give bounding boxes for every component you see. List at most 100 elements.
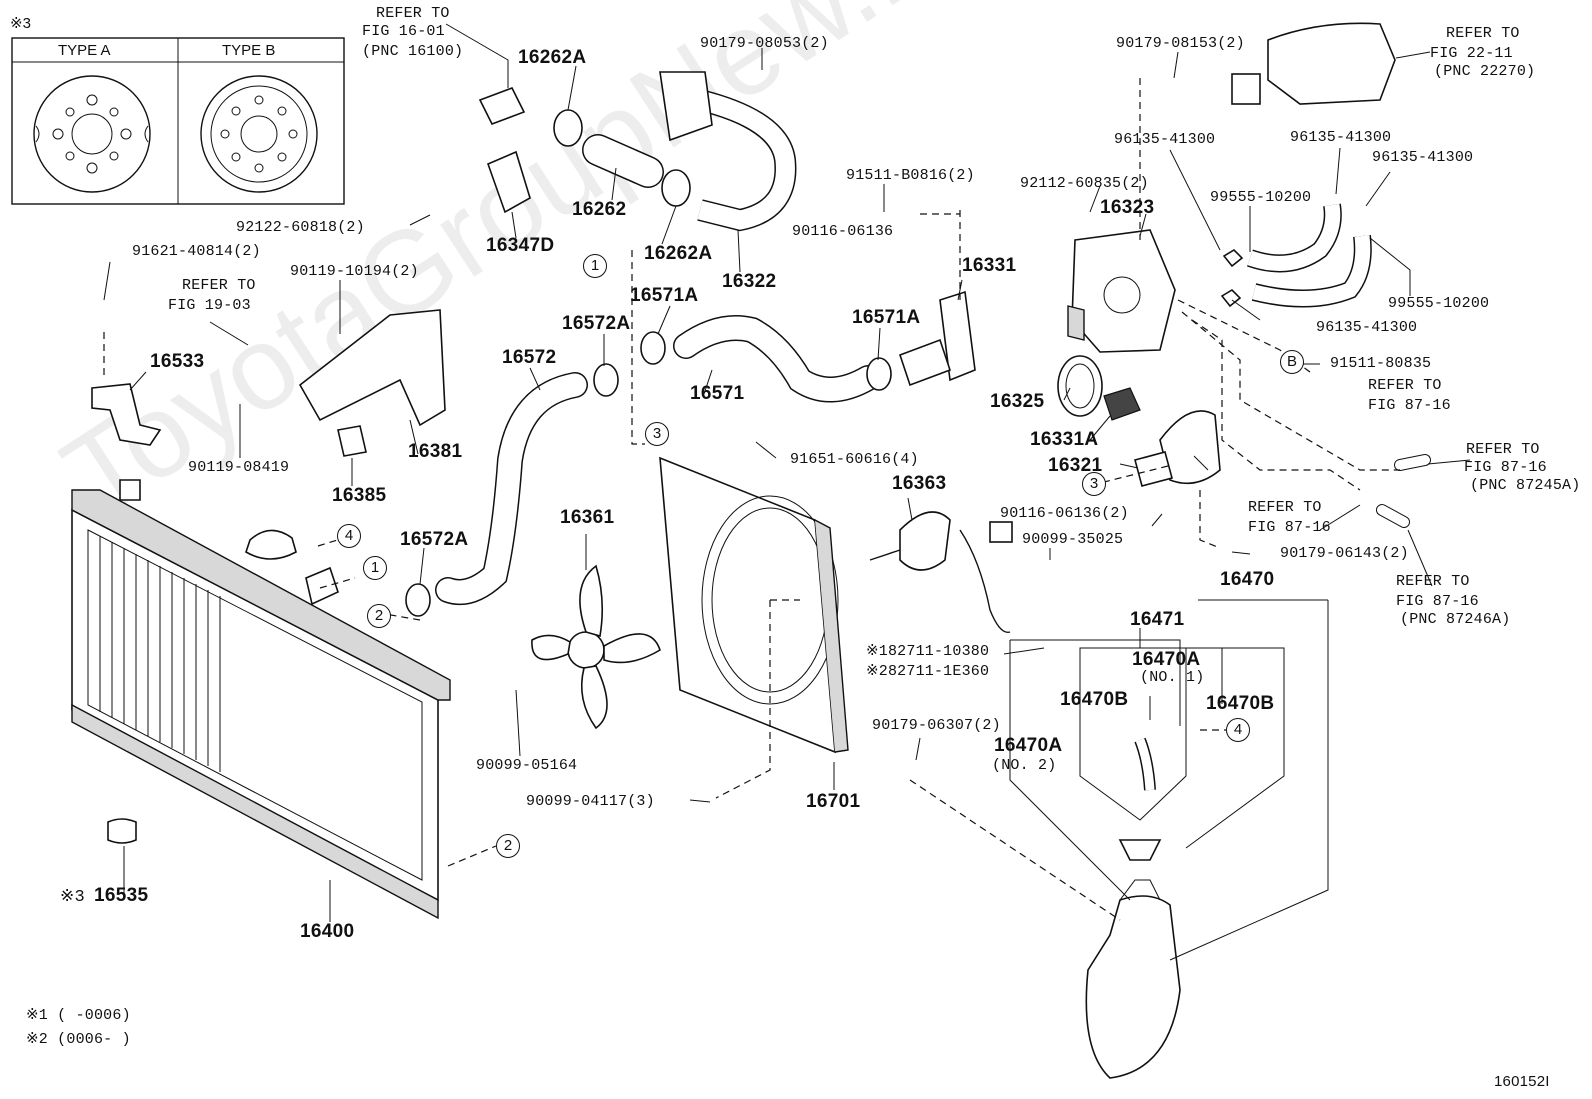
radiator-16400 xyxy=(71,479,451,920)
refer-label: REFER TO xyxy=(1248,499,1322,516)
inset-box xyxy=(11,37,345,205)
part-label: 16470B xyxy=(1060,689,1129,710)
refer-label: REFER TO xyxy=(1368,377,1442,394)
water-outlet-16331 xyxy=(898,290,976,387)
refer-label: REFER TO xyxy=(376,5,450,22)
dashed-guides xyxy=(103,78,1400,921)
refer-pnc: (PNC 22270) xyxy=(1434,63,1536,80)
part-label: 16535 xyxy=(94,885,149,906)
part-label: 16572 xyxy=(502,347,557,368)
part-label: 16400 xyxy=(300,921,355,942)
part-label: 16331A xyxy=(1030,429,1099,450)
leader-lines xyxy=(103,23,1471,961)
refer-pnc: (PNC 87245A) xyxy=(1470,477,1581,494)
small-hose-87245A xyxy=(1376,454,1431,528)
gasket-16347D xyxy=(486,150,531,214)
part-label: 16571A xyxy=(852,307,921,328)
part-label: 16533 xyxy=(150,351,205,372)
part-label: 16385 xyxy=(332,485,387,506)
callout-4: 4 xyxy=(337,524,361,548)
part-label: 90099-35025 xyxy=(1022,531,1124,548)
part-label: 99555-10200 xyxy=(1210,189,1312,206)
callout-b: B xyxy=(1280,350,1304,374)
refer-label: REFER TO xyxy=(182,277,256,294)
motor-16363 xyxy=(869,511,1013,634)
part-label: 96135-41300 xyxy=(1290,129,1392,146)
part-label: (NO. 2) xyxy=(992,757,1057,774)
part-label: 16325 xyxy=(990,391,1045,412)
part-label: (NO. 1) xyxy=(1140,669,1205,686)
inset-type-a: TYPE A xyxy=(58,42,111,59)
fitting-refer-1601 xyxy=(478,86,526,126)
part-label: 96135-41300 xyxy=(1372,149,1474,166)
figure-id: 160152I xyxy=(1494,1073,1550,1090)
part-label: 16470 xyxy=(1220,569,1275,590)
part-label: 16347D xyxy=(486,235,555,256)
part-label: 16470A xyxy=(994,735,1063,756)
callout-2: 2 xyxy=(496,834,520,858)
refer-fig: FIG 22-11 xyxy=(1430,45,1513,62)
callout-1: 1 xyxy=(583,254,607,278)
part-label: 16572A xyxy=(562,313,631,334)
water-inlet-16321 xyxy=(1134,410,1221,487)
part-label: 90099-05164 xyxy=(476,757,578,774)
part-label: 90179-06307(2) xyxy=(872,717,1001,734)
refer-pnc: (PNC 16100) xyxy=(362,43,464,60)
inset-mark: ※3 xyxy=(10,15,31,32)
refer-fig: FIG 16-01 xyxy=(362,23,445,40)
part-label: 90179-06143(2) xyxy=(1280,545,1409,562)
part-label: 16323 xyxy=(1100,197,1155,218)
hoses-99555 xyxy=(1247,203,1372,308)
inset-type-b: TYPE B xyxy=(222,42,276,59)
part-label: 90116-06136(2) xyxy=(1000,505,1129,522)
part-label: ※182711-10380 xyxy=(866,643,990,660)
part-label: 16361 xyxy=(560,507,615,528)
refer-label: REFER TO xyxy=(1396,573,1470,590)
part-label: 92112-60835(2) xyxy=(1020,175,1149,192)
part-label: 90179-08053(2) xyxy=(700,35,829,52)
pipe-16322 xyxy=(659,71,797,232)
gasket-16325 xyxy=(1057,355,1103,417)
refer-pnc: (PNC 87246A) xyxy=(1400,611,1511,628)
hose-16262 xyxy=(582,134,664,188)
part-label: 16322 xyxy=(722,271,777,292)
switch-16331A xyxy=(1103,387,1141,421)
part-label: 90119-10194(2) xyxy=(290,263,419,280)
part-label: 90179-08153(2) xyxy=(1116,35,1245,52)
bracket-16381 xyxy=(298,309,446,427)
part-label: 16571A xyxy=(630,285,699,306)
callout-1: 1 xyxy=(363,556,387,580)
part-label: 92122-60818(2) xyxy=(236,219,365,236)
refer-fig: FIG 87-16 xyxy=(1396,593,1479,610)
throttle-part xyxy=(1231,22,1396,105)
callout-2: 2 xyxy=(367,604,391,628)
part-label: 16471 xyxy=(1130,609,1185,630)
nut-16385 xyxy=(337,425,367,457)
part-label: 16321 xyxy=(1048,455,1103,476)
part-label: ※282711-1E360 xyxy=(866,663,990,680)
part-label: 91651-60616(4) xyxy=(790,451,919,468)
callout-3: 3 xyxy=(1082,472,1106,496)
hose-16572 xyxy=(435,372,588,606)
part-label: 90099-04117(3) xyxy=(526,793,655,810)
part-label: 16470B xyxy=(1206,693,1275,714)
fan-16361 xyxy=(531,564,661,730)
part-mark: ※3 xyxy=(60,888,85,907)
part-label: 90119-08419 xyxy=(188,459,290,476)
callout-3: 3 xyxy=(645,422,669,446)
part-label: 16701 xyxy=(806,791,861,812)
part-label: 16381 xyxy=(408,441,463,462)
part-label: 16571 xyxy=(690,383,745,404)
part-label: 16262A xyxy=(518,47,587,68)
callout-4: 4 xyxy=(1226,718,1250,742)
part-label: 16470A xyxy=(1132,649,1201,670)
refer-fig: FIG 87-16 xyxy=(1368,397,1451,414)
part-label: 90116-06136 xyxy=(792,223,894,240)
clamps xyxy=(405,109,1244,617)
part-label: 99555-10200 xyxy=(1388,295,1490,312)
part-label: 96135-41300 xyxy=(1316,319,1418,336)
part-label: 16331 xyxy=(962,255,1017,276)
refer-label: REFER TO xyxy=(1446,25,1520,42)
part-label: 91621-40814(2) xyxy=(132,243,261,260)
